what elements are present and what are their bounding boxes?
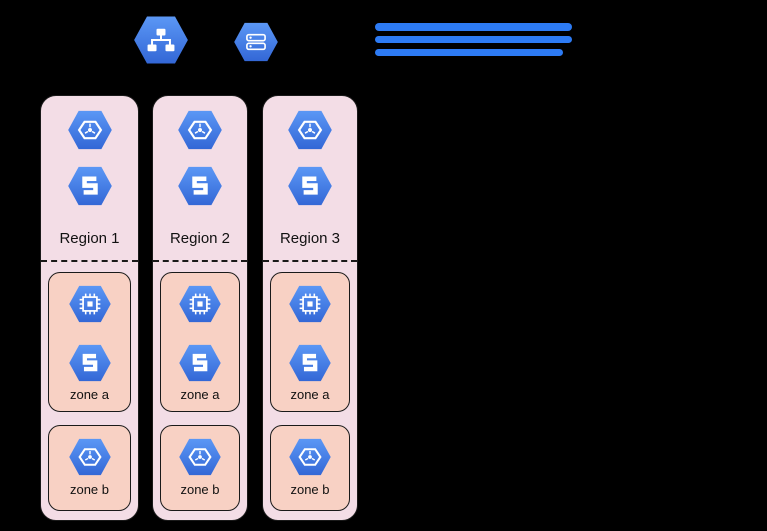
region-label: Region 1: [59, 230, 120, 247]
kubernetes-engine-icon: [68, 438, 112, 476]
region-2-container: Region 2 zone a zone b: [152, 95, 248, 521]
region-label: Region 2: [169, 230, 231, 247]
spanner-icon: [287, 166, 333, 206]
kubernetes-engine-icon: [177, 110, 223, 150]
redacted-text-line: [375, 36, 572, 43]
spanner-icon: [177, 166, 223, 206]
region-3-container: Region 3 zone a zone b: [262, 95, 358, 521]
redacted-text-line: [375, 23, 572, 31]
compute-chip-icon: [68, 285, 112, 323]
kubernetes-engine-icon: [287, 110, 333, 150]
zone-label: zone b: [290, 482, 330, 497]
kubernetes-engine-icon: [67, 110, 113, 150]
compute-chip-icon: [178, 285, 222, 323]
zone-a-container: zone a: [270, 272, 350, 412]
zone-b-container: zone b: [270, 425, 350, 511]
zone-a-container: zone a: [48, 272, 131, 412]
zone-label: zone a: [290, 387, 330, 402]
zone-b-container: zone b: [48, 425, 131, 511]
kubernetes-engine-icon: [178, 438, 222, 476]
kubernetes-engine-icon: [288, 438, 332, 476]
zone-label: zone b: [180, 482, 220, 497]
redacted-text-line: [375, 49, 563, 56]
network-hierarchy-icon: [133, 15, 189, 65]
compute-chip-icon: [288, 285, 332, 323]
region-zone-divider: [263, 260, 357, 262]
region-1-container: Region 1 zone a zone b: [40, 95, 139, 521]
spanner-icon: [67, 166, 113, 206]
spanner-icon: [178, 344, 222, 382]
zone-label: zone a: [180, 387, 220, 402]
zone-b-container: zone b: [160, 425, 240, 511]
spanner-icon: [68, 344, 112, 382]
region-zone-divider: [41, 260, 138, 262]
spanner-icon: [288, 344, 332, 382]
server-storage-icon: [233, 22, 279, 62]
zone-a-container: zone a: [160, 272, 240, 412]
region-zone-divider: [153, 260, 247, 262]
region-label: Region 3: [279, 230, 341, 247]
zone-label: zone a: [69, 387, 110, 402]
zone-label: zone b: [69, 482, 110, 497]
